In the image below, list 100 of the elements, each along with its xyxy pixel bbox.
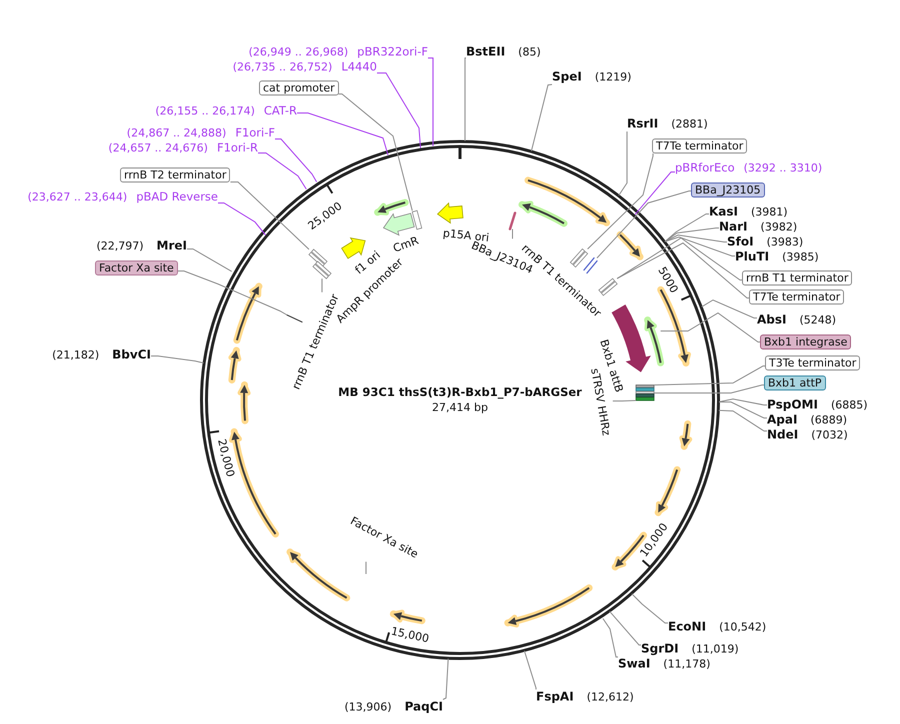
map-feature bbox=[524, 176, 610, 226]
feature-label: CmR bbox=[391, 234, 421, 256]
site-position: (2881) bbox=[671, 118, 708, 130]
leader-line bbox=[596, 190, 692, 258]
enzyme-name: KasI bbox=[709, 204, 738, 218]
feature-symbol bbox=[636, 384, 654, 401]
leader-line bbox=[718, 402, 768, 418]
map-feature bbox=[374, 199, 409, 216]
tick-label: 15,000 bbox=[390, 626, 430, 644]
leader-line bbox=[512, 228, 513, 240]
enzyme-name: RsrII bbox=[627, 116, 658, 130]
leader-line bbox=[718, 398, 768, 406]
site-position: (85) bbox=[518, 46, 541, 58]
leader-line bbox=[616, 242, 750, 298]
leader-line bbox=[177, 270, 288, 316]
map-feature bbox=[518, 200, 568, 227]
promoter-symbol bbox=[412, 210, 422, 230]
site-position: (13,906) bbox=[344, 700, 392, 714]
enzyme-name: NarI bbox=[719, 220, 748, 234]
site-position: (3982) bbox=[760, 220, 798, 234]
site-position: (1219) bbox=[594, 70, 632, 84]
leader-line bbox=[230, 182, 310, 250]
leader-line bbox=[376, 72, 421, 148]
primer-name: pBAD Reverse bbox=[136, 190, 218, 204]
leader-line bbox=[464, 58, 466, 142]
feature-label: BBa_J23105 bbox=[691, 182, 765, 198]
tick-label: 20,000 bbox=[216, 438, 236, 478]
leader-line bbox=[530, 84, 552, 152]
map-feature bbox=[679, 420, 692, 450]
terminator-symbol bbox=[308, 248, 328, 268]
primer-position: (24,867 .. 24,888) bbox=[126, 126, 226, 140]
enzyme-name: BbvCI bbox=[112, 348, 151, 362]
terminator-symbol bbox=[570, 248, 588, 268]
enzyme-name: BstEII bbox=[466, 44, 506, 58]
feature-label: T7Te terminator bbox=[749, 290, 844, 304]
leader-line bbox=[654, 366, 766, 386]
primer-position: (3292 .. 3310) bbox=[744, 162, 822, 174]
leader-line bbox=[296, 112, 388, 156]
site-position: (12,612) bbox=[586, 690, 634, 704]
feature-label: rrnB T2 terminator bbox=[120, 168, 230, 182]
primer-position: (26,735 .. 26,752) bbox=[232, 60, 332, 74]
feature-label: rrnB T1 terminator bbox=[742, 270, 852, 286]
leader-line bbox=[664, 234, 728, 242]
site-position: (22,797) bbox=[96, 240, 144, 252]
site-position: (3985) bbox=[782, 250, 819, 264]
map-feature bbox=[644, 316, 664, 366]
primer-name: F1ori-R bbox=[216, 140, 258, 154]
terminator-symbol bbox=[312, 260, 332, 280]
map-feature bbox=[228, 346, 242, 384]
enzyme-name: SfoI bbox=[727, 234, 754, 248]
feature-label: Bxb1 attP bbox=[764, 376, 826, 390]
site-position: (6889) bbox=[810, 414, 848, 426]
leader-line bbox=[664, 228, 720, 242]
site-position: (6885) bbox=[830, 398, 868, 412]
enzyme-name: PluTI bbox=[735, 250, 770, 264]
feature-label: cat promoter bbox=[259, 80, 339, 96]
enzyme-name: ApaI bbox=[767, 412, 798, 426]
map-feature bbox=[616, 231, 644, 260]
map-feature bbox=[504, 584, 593, 628]
site-position: (11,019) bbox=[692, 642, 739, 656]
leader-line bbox=[701, 299, 758, 318]
feature-mark bbox=[583, 257, 598, 274]
map-feature bbox=[341, 237, 366, 259]
leader-line bbox=[612, 400, 636, 402]
primer-position: (23,627 .. 23,644) bbox=[28, 190, 128, 204]
leader-line bbox=[609, 610, 642, 646]
leader-line bbox=[718, 410, 768, 432]
map-feature bbox=[382, 212, 415, 236]
map-feature bbox=[436, 202, 464, 224]
enzyme-name: NdeI bbox=[767, 428, 798, 442]
enzyme-name: PspOMI bbox=[767, 398, 818, 412]
feature-mark bbox=[508, 212, 516, 230]
site-position: (5248) bbox=[799, 314, 836, 326]
leader-line bbox=[616, 237, 742, 280]
enzyme-name: MreI bbox=[156, 238, 187, 252]
leader-line bbox=[524, 650, 536, 690]
enzyme-name: AbsI bbox=[757, 312, 786, 326]
site-position: (11,178) bbox=[663, 658, 710, 670]
leader-line bbox=[150, 356, 204, 364]
leader-line bbox=[258, 152, 307, 190]
plasmid-name: MB 93C1 thsS(t3)R-Bxb1_P7-bARGSer bbox=[338, 385, 582, 399]
site-position: (3983) bbox=[766, 236, 804, 248]
primer-name: pBR322ori-F bbox=[357, 44, 428, 58]
primer-position: (26,949 .. 26,968) bbox=[248, 46, 348, 58]
primer-name: L4440 bbox=[341, 60, 377, 74]
primer-position: (26,155 .. 26,174) bbox=[155, 104, 255, 118]
leader-line bbox=[274, 138, 318, 182]
primer-name: F1ori-F bbox=[235, 126, 275, 140]
leader-line bbox=[664, 236, 736, 256]
map-feature bbox=[233, 282, 262, 344]
enzyme-name: SwaI bbox=[618, 656, 650, 670]
primer-name: CAT-R bbox=[264, 104, 297, 118]
site-position: (3981) bbox=[751, 206, 788, 218]
leader-line bbox=[634, 172, 676, 216]
enzyme-name: SpeI bbox=[552, 70, 582, 84]
site-position: (10,542) bbox=[719, 620, 766, 634]
feature-mark bbox=[286, 314, 303, 323]
leader-line bbox=[587, 153, 654, 250]
map-feature bbox=[286, 548, 350, 602]
leader-line bbox=[218, 202, 266, 236]
